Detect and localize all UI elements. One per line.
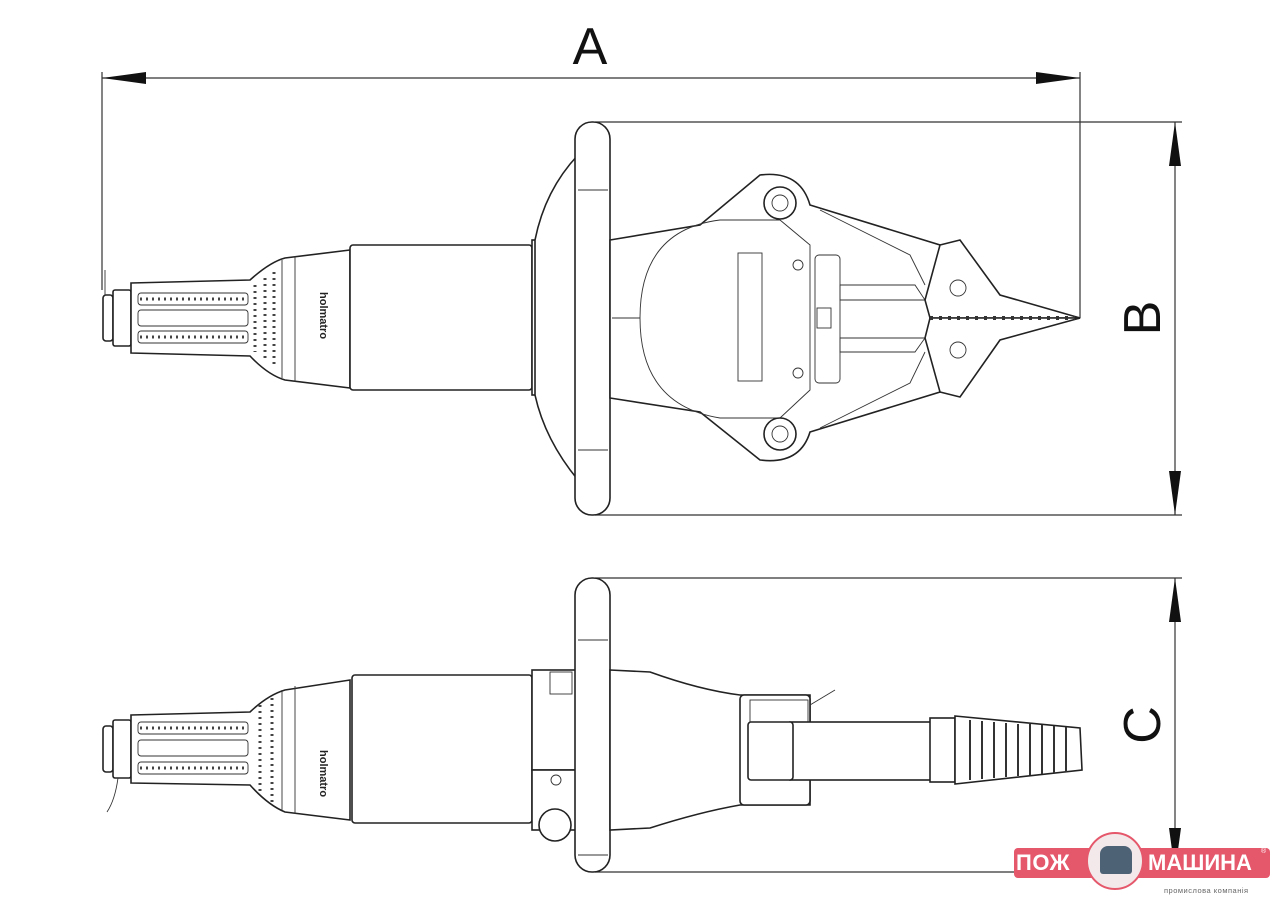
dimension-a-label: A bbox=[573, 18, 608, 76]
dimension-c-label: C bbox=[1114, 706, 1172, 744]
elephant-icon bbox=[1100, 846, 1132, 874]
top-view: holmatro bbox=[102, 121, 1081, 516]
logo-left-text: ПОЖ bbox=[1016, 850, 1071, 875]
logo-right-text: МАШИНА bbox=[1148, 850, 1252, 875]
registered-mark: ® bbox=[1261, 848, 1267, 855]
knurl-dots bbox=[140, 272, 276, 366]
brand-text-side: holmatro bbox=[317, 750, 329, 797]
company-logo: ПОЖ МАШИНА ® промислова компанія bbox=[1014, 832, 1270, 898]
brand-text-top: holmatro bbox=[317, 292, 329, 339]
dimension-b-label: B bbox=[1114, 301, 1172, 336]
dimension-b: B bbox=[595, 121, 1182, 516]
dimension-a: A bbox=[101, 18, 1081, 318]
side-view: holmatro bbox=[102, 577, 1083, 873]
logo-tagline: промислова компанія bbox=[1164, 886, 1249, 895]
